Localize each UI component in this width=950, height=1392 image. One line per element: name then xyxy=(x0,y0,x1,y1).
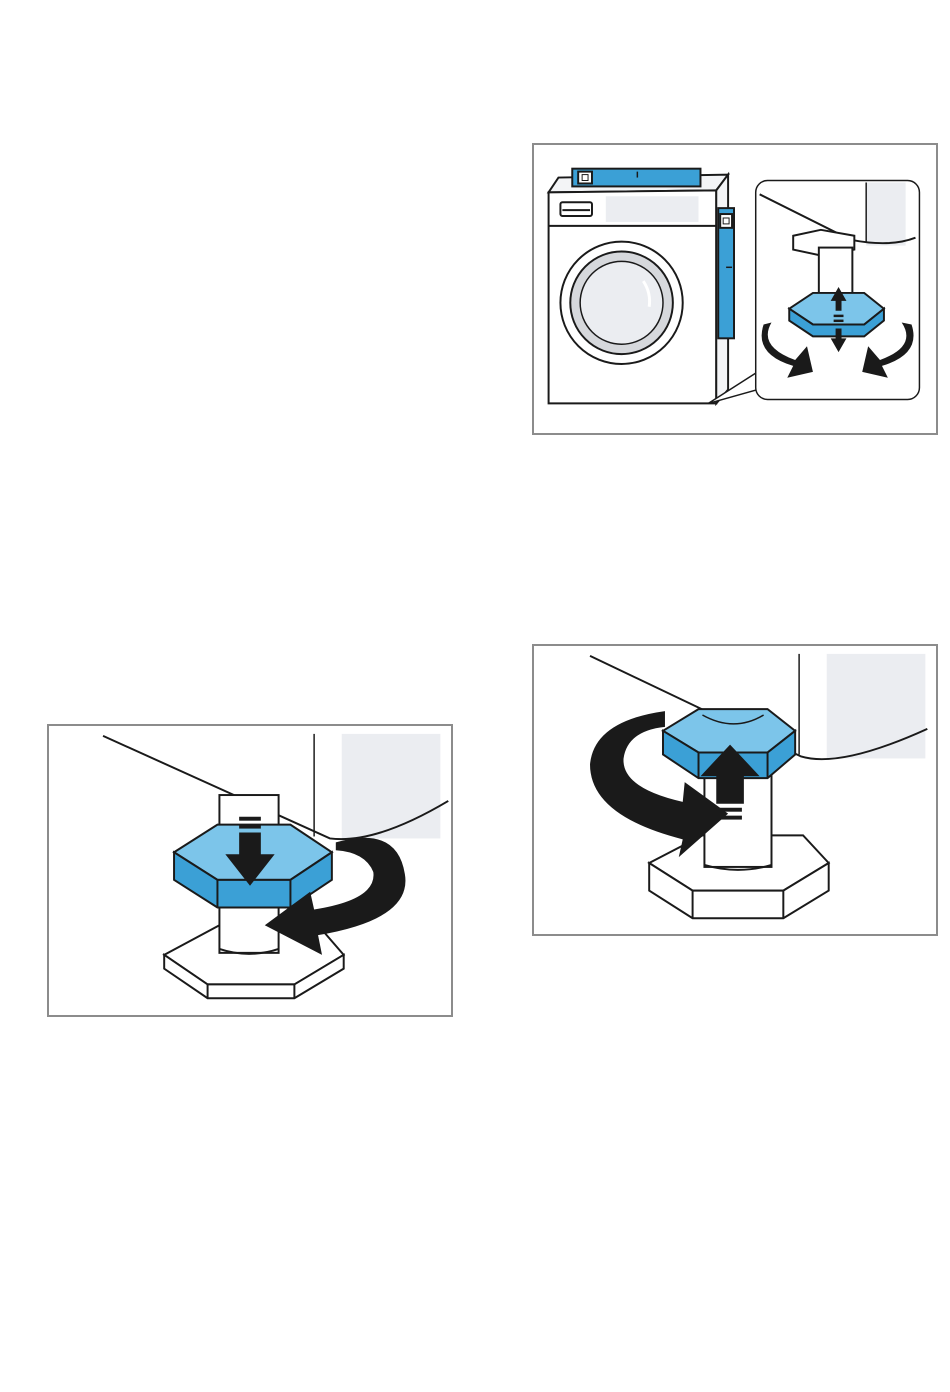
foot-zoom-callout xyxy=(756,181,920,400)
spirit-level-side-icon xyxy=(718,208,734,338)
leveling-overview-panel xyxy=(532,143,938,435)
leveling-overview-illustration xyxy=(534,145,936,433)
lock-nut-loosen-panel xyxy=(532,644,938,936)
lock-nut-tighten-panel xyxy=(47,724,453,1017)
washing-machine-icon xyxy=(549,175,729,404)
lock-nut-tighten-illustration xyxy=(49,726,451,1015)
lock-nut-loosen-illustration xyxy=(534,646,936,934)
spirit-level-top-icon xyxy=(572,169,700,187)
